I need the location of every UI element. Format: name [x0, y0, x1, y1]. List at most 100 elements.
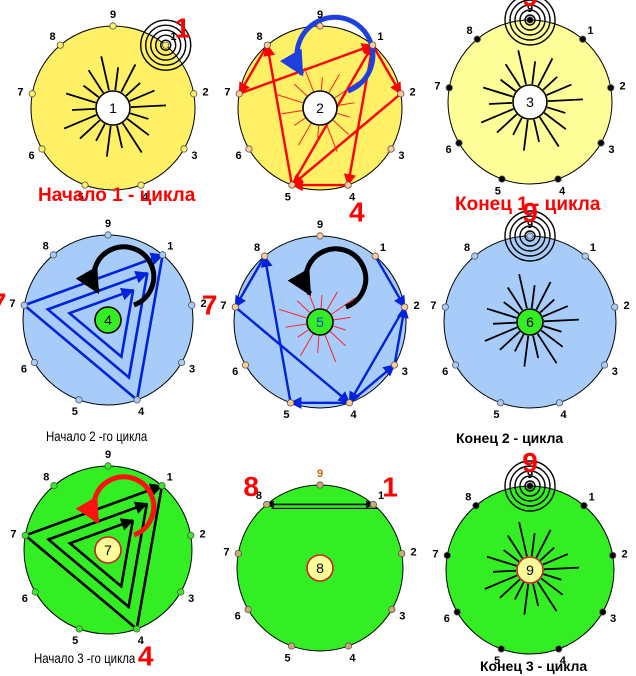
ray: [303, 67, 314, 92]
ray: [482, 86, 514, 98]
point-label: 6: [444, 613, 450, 625]
point-label: 7: [430, 300, 436, 312]
ring-arc: [519, 9, 541, 31]
point-label: 1: [377, 31, 383, 43]
point-label: 3: [188, 593, 194, 605]
ray: [105, 125, 112, 157]
point-label: 8: [50, 31, 56, 43]
ray: [496, 113, 518, 134]
ray: [543, 112, 567, 130]
point-dot: [316, 481, 324, 489]
ray: [333, 316, 351, 321]
ray: [493, 321, 517, 325]
ring-arc: [504, 0, 556, 46]
ray: [533, 119, 540, 143]
center-number: 2: [316, 100, 324, 116]
ray: [126, 118, 150, 136]
path-segment: [348, 364, 396, 404]
ring-arc: [519, 475, 541, 497]
point-label: 9: [527, 219, 533, 231]
point-dot: [611, 303, 619, 311]
point-label: 1: [170, 31, 176, 43]
point-label: 5: [283, 409, 289, 421]
point-label: 5: [493, 409, 499, 421]
big-numeral: 1: [175, 12, 191, 43]
ring-arc: [504, 460, 556, 512]
path-segment: [234, 255, 266, 309]
big-numeral: 9: [522, 0, 538, 12]
ray: [285, 323, 307, 328]
ray: [486, 555, 517, 567]
point-dot: [555, 399, 564, 407]
ray: [499, 78, 517, 92]
point-dot: [472, 502, 480, 510]
center-number: 1: [109, 100, 117, 116]
ray: [546, 83, 572, 96]
point-label: 5: [285, 191, 291, 203]
center-circle: [94, 536, 122, 564]
ray: [281, 110, 303, 115]
point-dot: [369, 500, 377, 509]
point-dot: [526, 232, 534, 240]
center-circle: [302, 90, 338, 126]
point-dot: [345, 399, 354, 407]
point-dot: [177, 588, 185, 596]
ray: [326, 124, 338, 152]
ray: [538, 116, 560, 148]
point-label: 1: [380, 242, 386, 254]
ray: [539, 546, 555, 562]
point-label: 8: [467, 25, 473, 37]
ray: [514, 334, 525, 352]
point-label: 2: [410, 547, 416, 559]
point-label: 6: [22, 593, 28, 605]
caption-9: Конец 3 - цикла: [480, 658, 588, 674]
point-label: 6: [236, 150, 242, 162]
point-label: 6: [232, 366, 238, 378]
spiral-arrow: [75, 474, 157, 538]
point-label: 1: [167, 241, 173, 253]
point-dot: [188, 301, 196, 309]
point-dot: [137, 181, 145, 189]
point-dot: [554, 175, 562, 183]
ray: [294, 83, 308, 97]
ray: [542, 305, 569, 318]
point-dot: [498, 175, 506, 183]
point-dot: [104, 231, 112, 239]
point-dot: [235, 90, 243, 98]
point-dot: [104, 462, 112, 470]
center-circle: [306, 554, 334, 582]
point-label: 2: [623, 300, 629, 312]
ray: [65, 92, 97, 104]
ring-arc: [509, 215, 551, 257]
point-label: 3: [398, 150, 404, 162]
point-label: 4: [350, 409, 357, 421]
point-label: 9: [527, 3, 533, 15]
ring-arc: [514, 220, 546, 252]
ring-arc: [140, 19, 192, 71]
point-dot: [288, 642, 296, 650]
ray: [507, 287, 524, 311]
point-dot: [387, 145, 395, 153]
point-label: 8: [257, 31, 263, 43]
point-label: 6: [235, 611, 241, 623]
point-label: 2: [199, 528, 205, 540]
point-dot: [388, 605, 396, 614]
center-number: 5: [316, 314, 324, 330]
point-dot: [397, 90, 405, 98]
big-numeral: 1: [382, 472, 398, 503]
point-dot: [245, 145, 253, 153]
ray: [486, 307, 517, 319]
ray: [329, 331, 346, 347]
ray: [532, 335, 540, 359]
point-label: 4: [349, 652, 356, 664]
center-circle: [516, 308, 544, 336]
ray: [82, 84, 100, 98]
ray: [523, 583, 530, 615]
ray: [300, 333, 314, 357]
point-label: 2: [413, 300, 419, 312]
ray: [324, 334, 337, 363]
ray: [316, 125, 320, 143]
ray: [129, 89, 155, 102]
